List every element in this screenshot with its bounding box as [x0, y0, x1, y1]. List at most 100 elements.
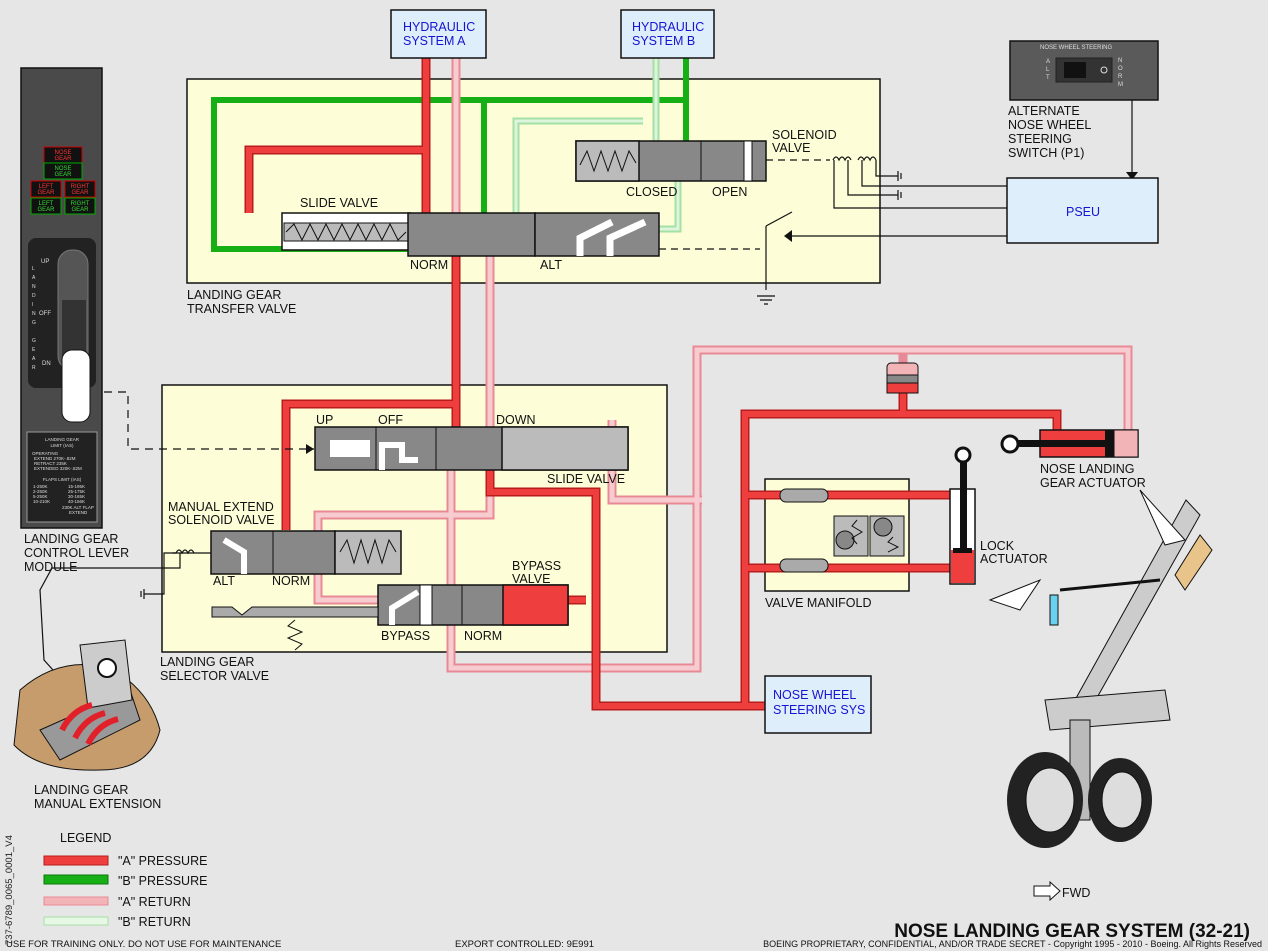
nlg-actuator-1: NOSE LANDING [1040, 462, 1134, 476]
pseu-arrow [1126, 172, 1138, 180]
shuttle-valve [886, 362, 919, 394]
tv-open-label: OPEN [712, 185, 747, 199]
vertical-i: I [32, 302, 33, 308]
placard-flaps-r1: 25-175K [68, 489, 85, 494]
light-right-green-1: RIGHT [71, 201, 90, 207]
tv-name-line1: LANDING GEAR [187, 288, 281, 302]
legend-b-pressure: "B" PRESSURE [118, 874, 207, 888]
nws-norm-letter-o: O [1118, 66, 1123, 72]
light-right-green-2: GEAR [71, 207, 89, 213]
nws-switch-name-1: ALTERNATE [1008, 104, 1080, 118]
footer-left: USE FOR TRAINING ONLY. DO NOT USE FOR MA… [6, 939, 281, 950]
light-nose-green-2: GEAR [54, 172, 72, 178]
legend-a-return: "A" RETURN [118, 895, 191, 909]
lever-module-name-2: CONTROL LEVER [24, 546, 129, 560]
fwd-arrow: FWD [1033, 880, 1090, 902]
nws-alt-letter-l: L [1046, 67, 1050, 73]
hydraulic-system-b-line2: SYSTEM B [632, 34, 695, 48]
lever-lights-text: NOSE GEAR NOSE GEAR LEFT GEAR RIGHT GEAR… [32, 150, 90, 371]
bypass-valve [211, 584, 569, 651]
electrical-wiring [39, 88, 1133, 701]
nws-norm-letter-m: M [1118, 82, 1123, 88]
placard-flaps-note-1: 230K ALT FLAP [62, 505, 94, 510]
tv-name-line2: TRANSFER VALVE [187, 302, 296, 316]
lever-module-name-3: MODULE [24, 560, 77, 574]
nws-switch-placard: NOSE WHEEL STEERING [1040, 45, 1112, 51]
nws-alt-letter-t: T [1046, 75, 1050, 81]
light-left-red-2: GEAR [37, 190, 55, 196]
light-right-red-2: GEAR [71, 190, 89, 196]
nws-alt-letter-a: A [1046, 59, 1050, 65]
placard-op-0: OPERATING [32, 451, 59, 456]
tv-solenoid-line2: VALVE [772, 141, 810, 155]
vertical-a: A [32, 275, 36, 281]
vertical-d: D [32, 293, 36, 299]
placard-title-1: LANDING GEAR [45, 437, 80, 442]
sv-alt-label: ALT [213, 574, 235, 588]
placard-flaps-r3: 40-156K [68, 499, 85, 504]
nws-switch-name-3: STEERING [1008, 132, 1072, 146]
vertical-l: L [32, 266, 35, 272]
legend: LEGEND "A" PRESSURE "B" PRESSURE "A" RET… [43, 831, 207, 929]
lock-actuator-2: ACTUATOR [980, 552, 1048, 566]
light-left-green-1: LEFT [39, 201, 54, 207]
placard-flaps-r2: 30-165K [68, 494, 85, 499]
pseu-label: PSEU [1066, 205, 1100, 219]
sv-norm-label: NORM [272, 574, 310, 588]
sv-slide-valve-label: SLIDE VALVE [547, 472, 625, 486]
nws-line2: STEERING SYS [773, 703, 865, 717]
lock-actuator [949, 446, 976, 585]
placard-flaps-note-2: EXTEND [69, 510, 88, 515]
vertical-a2: A [32, 356, 36, 362]
vertical-n2: N [32, 311, 36, 317]
placard-flaps-l1: 2-250K [33, 489, 48, 494]
ground-symbols [140, 171, 902, 599]
sv-bypass-valve-1: BYPASS [512, 559, 561, 573]
legend-title: LEGEND [60, 831, 111, 845]
manual-extension-1: LANDING GEAR [34, 783, 128, 797]
sv-bypass-valve-2: VALVE [512, 572, 550, 586]
vertical-g2: G [32, 338, 36, 344]
manual-extend-solenoid-valve [210, 530, 402, 575]
manual-extension-illustration [13, 639, 161, 771]
sv-off-label: OFF [378, 413, 403, 427]
nws-norm-letter-r: R [1118, 74, 1123, 80]
footer-center: EXPORT CONTROLLED: 9E991 [455, 939, 594, 950]
valve-manifold-internals [779, 488, 905, 573]
tv-slide-valve-label: SLIDE VALVE [300, 196, 378, 210]
manual-extension-2: MANUAL EXTENSION [34, 797, 161, 811]
nws-switch-name-2: NOSE WHEEL [1008, 118, 1091, 132]
tv-solenoid-line1: SOLENOID [772, 128, 837, 142]
light-nose-red-2: GEAR [54, 156, 72, 162]
placard-op-3: EXTENDED 320K-.82M [34, 466, 82, 471]
vertical-g: G [32, 320, 36, 326]
light-nose-red-1: NOSE [54, 150, 71, 156]
doc-id: 737-6789_0065_0001_V4 [4, 835, 15, 945]
tv-norm-label: NORM [410, 258, 448, 272]
nose-wheel-steering-box [764, 675, 872, 734]
nws-switch-name-4: SWITCH (P1) [1008, 146, 1084, 160]
nws-line1: NOSE WHEEL [773, 688, 856, 702]
sv-name-line1: LANDING GEAR [160, 655, 254, 669]
lever-pos-off: OFF [39, 311, 51, 317]
transfer-solenoid-valve [575, 140, 767, 182]
placard-op-1: EXTEND 270K-.82M [34, 456, 76, 461]
placard-flaps-l3: 10-210K [33, 499, 50, 504]
placard-title-2: LIMIT (IAS) [51, 443, 74, 448]
placard-flaps-title: FLAPS LIMIT (IAS) [43, 477, 82, 482]
legend-b-return: "B" RETURN [118, 915, 191, 929]
hydraulic-system-a-line2: SYSTEM A [403, 34, 466, 48]
lock-actuator-1: LOCK [980, 539, 1015, 553]
light-nose-green-1: NOSE [54, 166, 71, 172]
light-right-red-1: RIGHT [71, 184, 90, 190]
nlg-actuator-2: GEAR ACTUATOR [1040, 476, 1146, 490]
lever-placard-text: LANDING GEAR LIMIT (IAS) OPERATING EXTEN… [32, 437, 94, 515]
hydraulic-system-a-line1: HYDRAULIC [403, 20, 475, 34]
tv-closed-label: CLOSED [626, 185, 677, 199]
sv-norm2-label: NORM [464, 629, 502, 643]
placard-flaps-l2: 5-250K [33, 494, 48, 499]
valve-manifold-label: VALVE MANIFOLD [765, 596, 872, 610]
sv-manual-extend-1: MANUAL EXTEND [168, 500, 274, 514]
sv-bypass-label: BYPASS [381, 629, 430, 643]
nws-switch: NOSE WHEEL STEERING A L T N O R M [1009, 40, 1159, 101]
